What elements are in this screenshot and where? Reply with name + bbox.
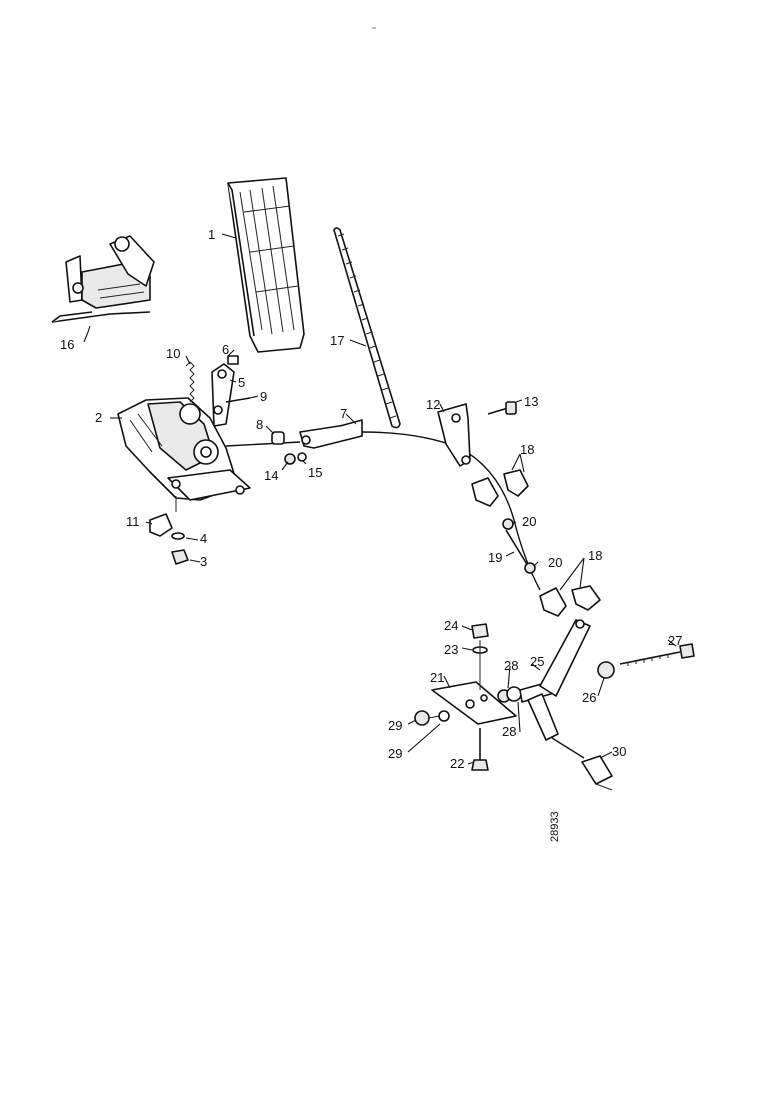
- bracket-11-part: [149, 513, 173, 537]
- callout-20-lower: 20: [548, 555, 562, 570]
- throttle-cable-part: [361, 431, 541, 591]
- callout-3: 3: [200, 554, 207, 569]
- callout-8: 8: [256, 417, 263, 432]
- pedal-rod-part: [225, 441, 301, 447]
- callout-23: 23: [444, 642, 458, 657]
- link-rod-part: [551, 737, 585, 759]
- cable-clip-upper-part: [471, 469, 529, 507]
- nut-24-part: [471, 623, 489, 639]
- callout-4: 4: [200, 531, 207, 546]
- pedal-pad-part: [227, 177, 305, 353]
- callout-30: 30: [612, 744, 626, 759]
- callout-6: 6: [222, 342, 229, 357]
- callout-11: 11: [126, 514, 140, 529]
- callout-22: 22: [450, 756, 464, 771]
- cable-clip-lower-part: [539, 585, 601, 617]
- mounting-plate-part: [431, 681, 517, 725]
- callout-20-upper: 20: [522, 514, 536, 529]
- callout-24: 24: [444, 618, 458, 633]
- leader-lines: [83, 233, 677, 765]
- callout-10: 10: [166, 346, 180, 361]
- adjuster-rod-part: [505, 529, 529, 567]
- callout-12: 12: [426, 397, 440, 412]
- pedal-mount-assembly-part: [117, 397, 251, 512]
- washer-29b-part: [438, 710, 450, 722]
- pin-29-part: [427, 715, 441, 719]
- bushing-28b-part: [506, 686, 522, 702]
- callout-25: 25: [530, 654, 544, 669]
- callout-18-lower: 18: [588, 548, 602, 563]
- screw-13-part: [487, 401, 517, 415]
- pedal-lever-part: [211, 363, 235, 427]
- callout-17: 17: [330, 333, 344, 348]
- pin-9-part: [225, 397, 251, 403]
- relay-lever-7-part: [299, 419, 363, 449]
- drawing-number: 28933: [549, 811, 561, 842]
- callout-29-lower: 29: [388, 746, 402, 761]
- callout-15: 15: [308, 465, 322, 480]
- bracket-detail-part: [51, 235, 155, 323]
- callout-26: 26: [582, 690, 596, 705]
- bolt-27-part: [619, 643, 695, 666]
- washer-4-part: [171, 532, 185, 540]
- connector-30-part: [581, 755, 613, 791]
- nut-14-part: [284, 453, 296, 465]
- callout-16: 16: [60, 337, 74, 352]
- callout-27: 27: [668, 633, 682, 648]
- bolt-22-part: [471, 728, 489, 771]
- cable-bracket-part: [437, 403, 471, 467]
- callout-14: 14: [264, 468, 278, 483]
- callout-21: 21: [430, 670, 444, 685]
- callout-28-upper: 28: [504, 658, 518, 673]
- callout-28-lower: 28: [502, 724, 516, 739]
- callout-13: 13: [524, 394, 538, 409]
- callout-19: 19: [488, 550, 502, 565]
- nut-20-upper-part: [502, 518, 514, 530]
- bolt-6-part: [227, 355, 239, 365]
- return-spring-part: [185, 361, 195, 403]
- washer-15-part: [297, 452, 307, 462]
- long-spring-part: [333, 227, 401, 429]
- lever-arm-lower-part: [527, 693, 559, 741]
- washer-29a-part: [414, 710, 430, 726]
- lever-25-part: [539, 619, 591, 697]
- bush-26-part: [597, 661, 615, 679]
- bush-8-part: [271, 431, 285, 445]
- callout-9: 9: [260, 389, 267, 404]
- callout-labels: 1 2 3 4 5 6 7 8 9 10 11 12 13 14 15 16 1…: [60, 227, 682, 771]
- nut-20-lower-part: [524, 562, 536, 574]
- callout-2: 2: [95, 410, 102, 425]
- callout-1: 1: [208, 227, 215, 242]
- callout-7: 7: [340, 406, 347, 421]
- callout-5: 5: [238, 375, 245, 390]
- nut-3-part: [171, 549, 189, 565]
- callout-29-upper: 29: [388, 718, 402, 733]
- callout-18-upper: 18: [520, 442, 534, 457]
